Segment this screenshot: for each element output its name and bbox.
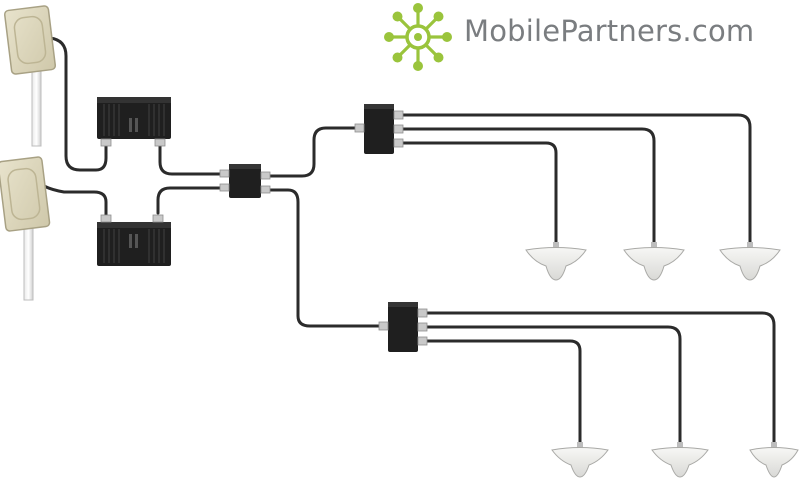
splitter-1 (354, 104, 404, 154)
antenna-mast (31, 69, 42, 147)
connector (154, 138, 166, 147)
connector (219, 169, 230, 178)
amplifier-1 (97, 97, 171, 147)
connector (260, 185, 271, 194)
cable-antenna1-amp1 (48, 36, 108, 172)
brand-name: MobilePartners.com (464, 14, 755, 48)
connector (260, 171, 271, 180)
cable-s1-dome2 (396, 127, 656, 245)
antenna-panel (3, 5, 57, 75)
donor-antenna-2 (0, 156, 51, 301)
connector (100, 138, 112, 147)
connector (393, 124, 404, 134)
cable-s2-dome4 (422, 339, 582, 445)
cables (42, 36, 776, 445)
dome-antenna-1 (525, 242, 587, 281)
connector (393, 110, 404, 120)
antenna-mast (23, 227, 34, 301)
cable-amp2-combiner (156, 186, 230, 215)
connector (417, 336, 428, 346)
cable-amp1-combiner (158, 138, 230, 176)
connector (417, 322, 428, 332)
cable-combiner-splitter2 (260, 188, 388, 328)
antenna-panel (0, 156, 51, 232)
connector (100, 214, 112, 223)
cable-antenna2-amp2 (42, 184, 108, 217)
cable-s2-dome6 (422, 311, 776, 445)
connector (219, 183, 230, 192)
splitter-2 (378, 302, 428, 352)
green-starburst-network-icon (384, 3, 452, 71)
cable-s1-dome3 (396, 113, 752, 245)
connector (354, 123, 365, 133)
dome-antenna-6 (749, 442, 799, 478)
dome-antenna-3 (719, 242, 781, 281)
combiner (219, 164, 271, 198)
dome-antenna-4 (551, 442, 609, 478)
cable-s1-dome1 (396, 141, 558, 245)
cable-combiner-splitter1 (260, 126, 364, 178)
connector (393, 138, 404, 148)
donor-antenna-1 (3, 5, 57, 147)
amplifier-2 (97, 214, 171, 266)
cable-s2-dome5 (422, 325, 682, 445)
connector (417, 308, 428, 318)
connector (378, 321, 389, 331)
connector (152, 214, 164, 223)
dome-antenna-2 (623, 242, 685, 281)
dome-antenna-5 (651, 442, 709, 478)
